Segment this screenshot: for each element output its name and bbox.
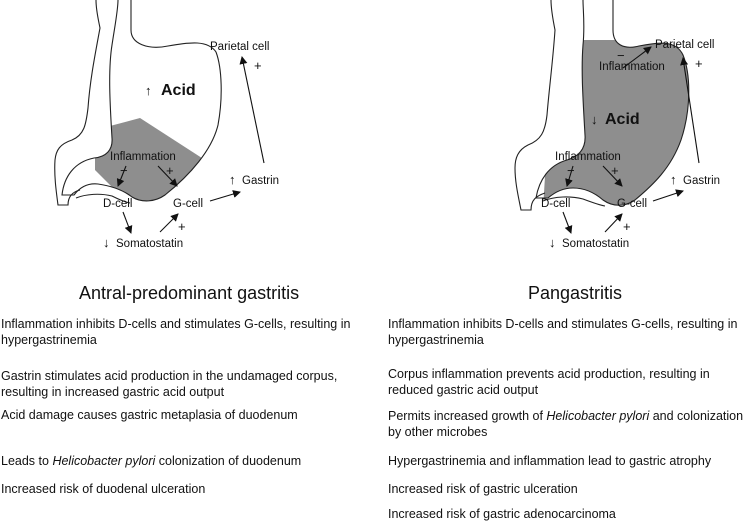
- somatostatin-to-gcell-arrow: [159, 213, 179, 233]
- parietal-stimulation-sign: +: [254, 58, 262, 73]
- duodenum-outline: [542, 196, 606, 207]
- somatostatin-decrease-arrow: ↓: [103, 235, 110, 250]
- list-item: Inflammation inhibits D-cells and stimul…: [388, 317, 738, 347]
- inflammation-to-dcell-arrow: [116, 165, 127, 187]
- antral-gastritis-title: Antral-predominant gastritis: [79, 283, 300, 303]
- acid-label: Acid: [161, 82, 196, 99]
- list-item: Permits increased growth of Helicobacter…: [388, 409, 744, 439]
- inflammation-stimulate-sign: +: [166, 163, 174, 178]
- inflammation-label: Inflammation: [555, 151, 621, 163]
- somatostatin-sign: +: [178, 219, 186, 234]
- antral-gastritis-diagram: ↑ Acid Parietal cell + Inflammation − + …: [54, 0, 279, 250]
- gastrin-increase-arrow: ↑: [229, 172, 236, 187]
- list-item: Increased risk of gastric ulceration: [388, 482, 578, 496]
- somatostatin-decrease-arrow: ↓: [549, 235, 556, 250]
- somatostatin-sign: +: [623, 219, 631, 234]
- d-cell-label: D-cell: [541, 198, 570, 210]
- list-item: Increased risk of duodenal ulceration: [1, 482, 206, 496]
- pangastritis-title: Pangastritis: [528, 283, 623, 303]
- acid-increase-arrow: ↑: [145, 83, 152, 98]
- somatostatin-to-gcell-arrow: [604, 213, 623, 233]
- gastrin-increase-arrow: ↑: [670, 172, 677, 187]
- corpus-inflammation-label: Inflammation: [599, 61, 665, 73]
- gastrin-label: Gastrin: [683, 175, 720, 187]
- inflammation-to-gcell-arrow: [602, 165, 623, 187]
- somatostatin-label: Somatostatin: [116, 238, 183, 250]
- parietal-stimulation-sign: +: [695, 56, 703, 71]
- gastrin-to-parietal-arrow: [239, 56, 265, 164]
- gastrin-label: Gastrin: [242, 175, 279, 187]
- inflammation-label: Inflammation: [110, 151, 176, 163]
- dcell-to-somatostatin-arrow: [122, 211, 133, 234]
- list-item: Inflammation inhibits D-cells and stimul…: [1, 317, 351, 347]
- parietal-cell-label: Parietal cell: [210, 41, 269, 53]
- inflammation-to-gcell-arrow: [157, 165, 178, 187]
- g-cell-label: G-cell: [617, 198, 647, 210]
- list-item: Acid damage causes gastric metaplasia of…: [1, 408, 298, 422]
- stomach-outer-outline: [54, 0, 101, 206]
- gcell-to-gastrin-arrow: [209, 190, 241, 202]
- dcell-to-somatostatin-arrow: [562, 211, 573, 234]
- g-cell-label: G-cell: [173, 198, 203, 210]
- inflammation-inhibit-sign: −: [567, 163, 575, 178]
- acid-decrease-arrow: ↓: [591, 112, 598, 127]
- inflammation-to-dcell-arrow: [565, 165, 574, 187]
- stomach-inner-outline: [535, 0, 690, 206]
- list-item: Hypergastrinemia and inflammation lead t…: [388, 454, 712, 468]
- gcell-to-gastrin-arrow: [652, 189, 684, 202]
- list-item: Gastrin stimulates acid production in th…: [1, 369, 338, 399]
- somatostatin-label: Somatostatin: [562, 238, 629, 250]
- list-item: Leads to Helicobacter pylori colonizatio…: [1, 454, 302, 468]
- parietal-cell-label: Parietal cell: [655, 39, 714, 51]
- acid-label: Acid: [605, 111, 640, 128]
- inflammation-to-parietal-arrow: [622, 46, 652, 69]
- pangastritis-diagram: Inflammation − ↓ Acid Parietal cell + In…: [514, 0, 720, 250]
- list-item: Corpus inflammation prevents acid produc…: [388, 367, 710, 397]
- stomach-outer-outline: [514, 0, 556, 211]
- parietal-inhibit-sign: −: [617, 48, 625, 63]
- duodenum-outline: [75, 193, 131, 204]
- stomach-shape: [54, 0, 222, 206]
- list-item: Increased risk of gastric adenocarcinoma: [388, 507, 616, 521]
- stomach-inner-outline: [61, 0, 222, 202]
- stomach-shape: [514, 0, 690, 211]
- inflammation-stimulate-sign: +: [611, 163, 619, 178]
- gastrin-to-parietal-arrow: [680, 57, 700, 164]
- d-cell-label: D-cell: [103, 198, 132, 210]
